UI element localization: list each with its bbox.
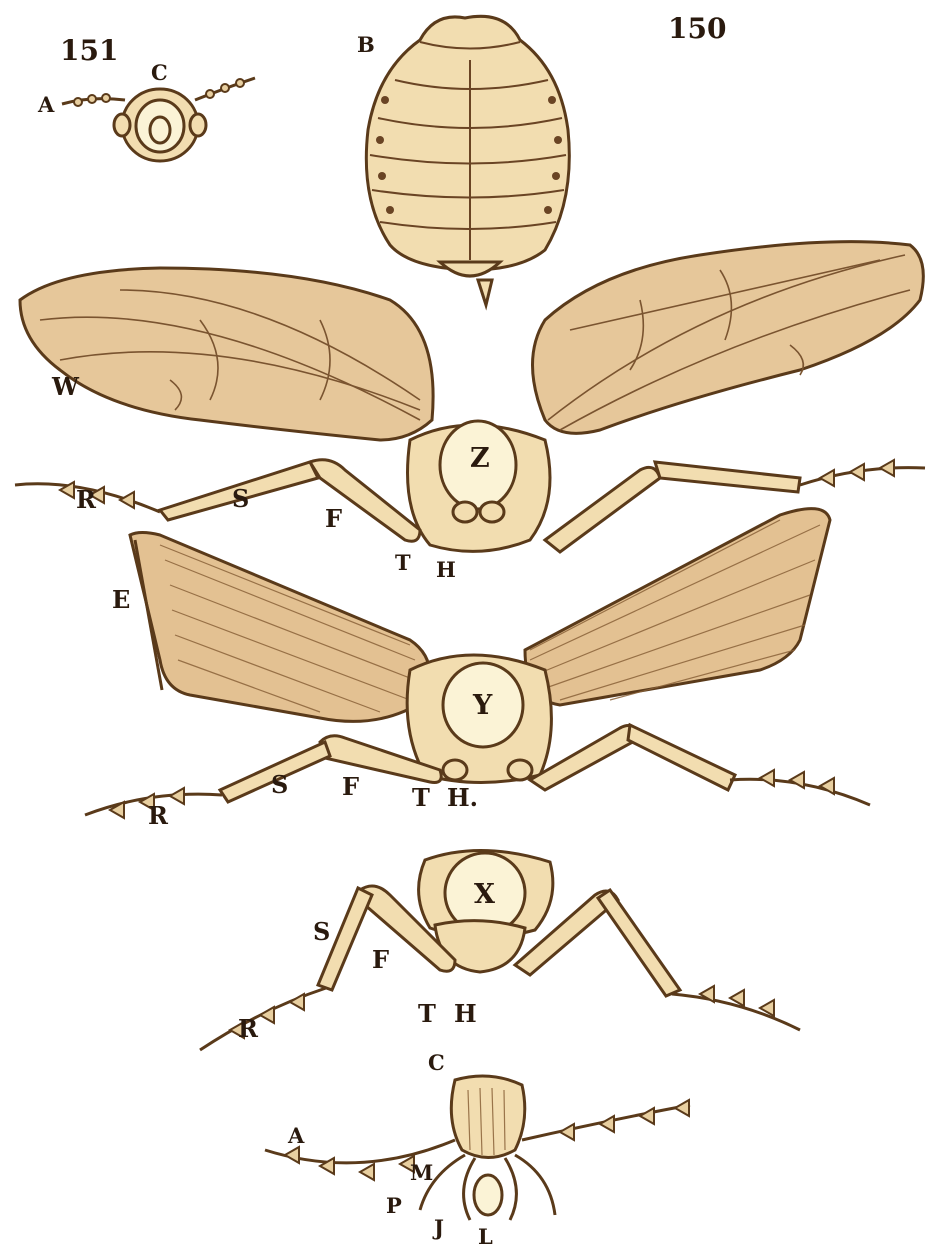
palp-right	[515, 1155, 555, 1215]
label-e: E	[112, 585, 130, 614]
label-r-2: R	[148, 801, 169, 830]
label-s-3: S	[313, 917, 330, 946]
label-f-1: F	[325, 504, 342, 533]
y-tibia-right	[628, 725, 735, 790]
label-j: J	[432, 1215, 444, 1240]
z-tibia-right	[655, 462, 800, 492]
label-y: Y	[472, 690, 493, 721]
head-capsule	[451, 1076, 524, 1158]
wing-right	[533, 242, 924, 434]
fig151-eye-left	[114, 114, 130, 136]
label-a-top: A	[37, 92, 55, 117]
label-s-1: S	[232, 484, 249, 513]
fig151-eye-right	[190, 114, 206, 136]
segment-x	[200, 850, 800, 1050]
label-a-head: A	[287, 1123, 305, 1148]
label-f-2: F	[342, 772, 359, 801]
label-t-1: T	[395, 550, 411, 575]
abdomen-b	[366, 16, 569, 305]
label-z: Z	[470, 443, 490, 474]
label-p: P	[386, 1193, 402, 1218]
label-r-3: R	[238, 1014, 259, 1043]
segment-y	[85, 509, 870, 818]
label-c-head: C	[428, 1050, 445, 1075]
labium	[474, 1175, 502, 1215]
fig151-head	[62, 78, 255, 161]
head-mouthparts	[265, 1076, 690, 1220]
label-s-2: S	[271, 770, 288, 799]
label-r-1: R	[76, 485, 97, 514]
elytron-left	[130, 533, 430, 722]
label-h-3: H	[454, 999, 477, 1028]
label-h-2: H.	[447, 783, 478, 812]
z-femur-right	[545, 467, 660, 552]
label-h-1: H	[436, 557, 456, 582]
x-tibia-right	[598, 890, 680, 996]
figure-number-151: 151	[60, 34, 118, 67]
label-c-top: C	[151, 60, 168, 85]
label-m: M	[410, 1160, 433, 1185]
segment-z	[15, 242, 925, 552]
label-t-2: T	[412, 783, 430, 812]
figure-number-150: 150	[668, 12, 726, 45]
label-f-3: F	[372, 945, 389, 974]
label-w: W	[51, 372, 80, 401]
label-x: X	[474, 879, 495, 910]
label-t-3: T	[418, 999, 436, 1028]
label-b: B	[357, 32, 375, 57]
wing-left	[20, 268, 433, 440]
label-l: L	[478, 1224, 493, 1247]
